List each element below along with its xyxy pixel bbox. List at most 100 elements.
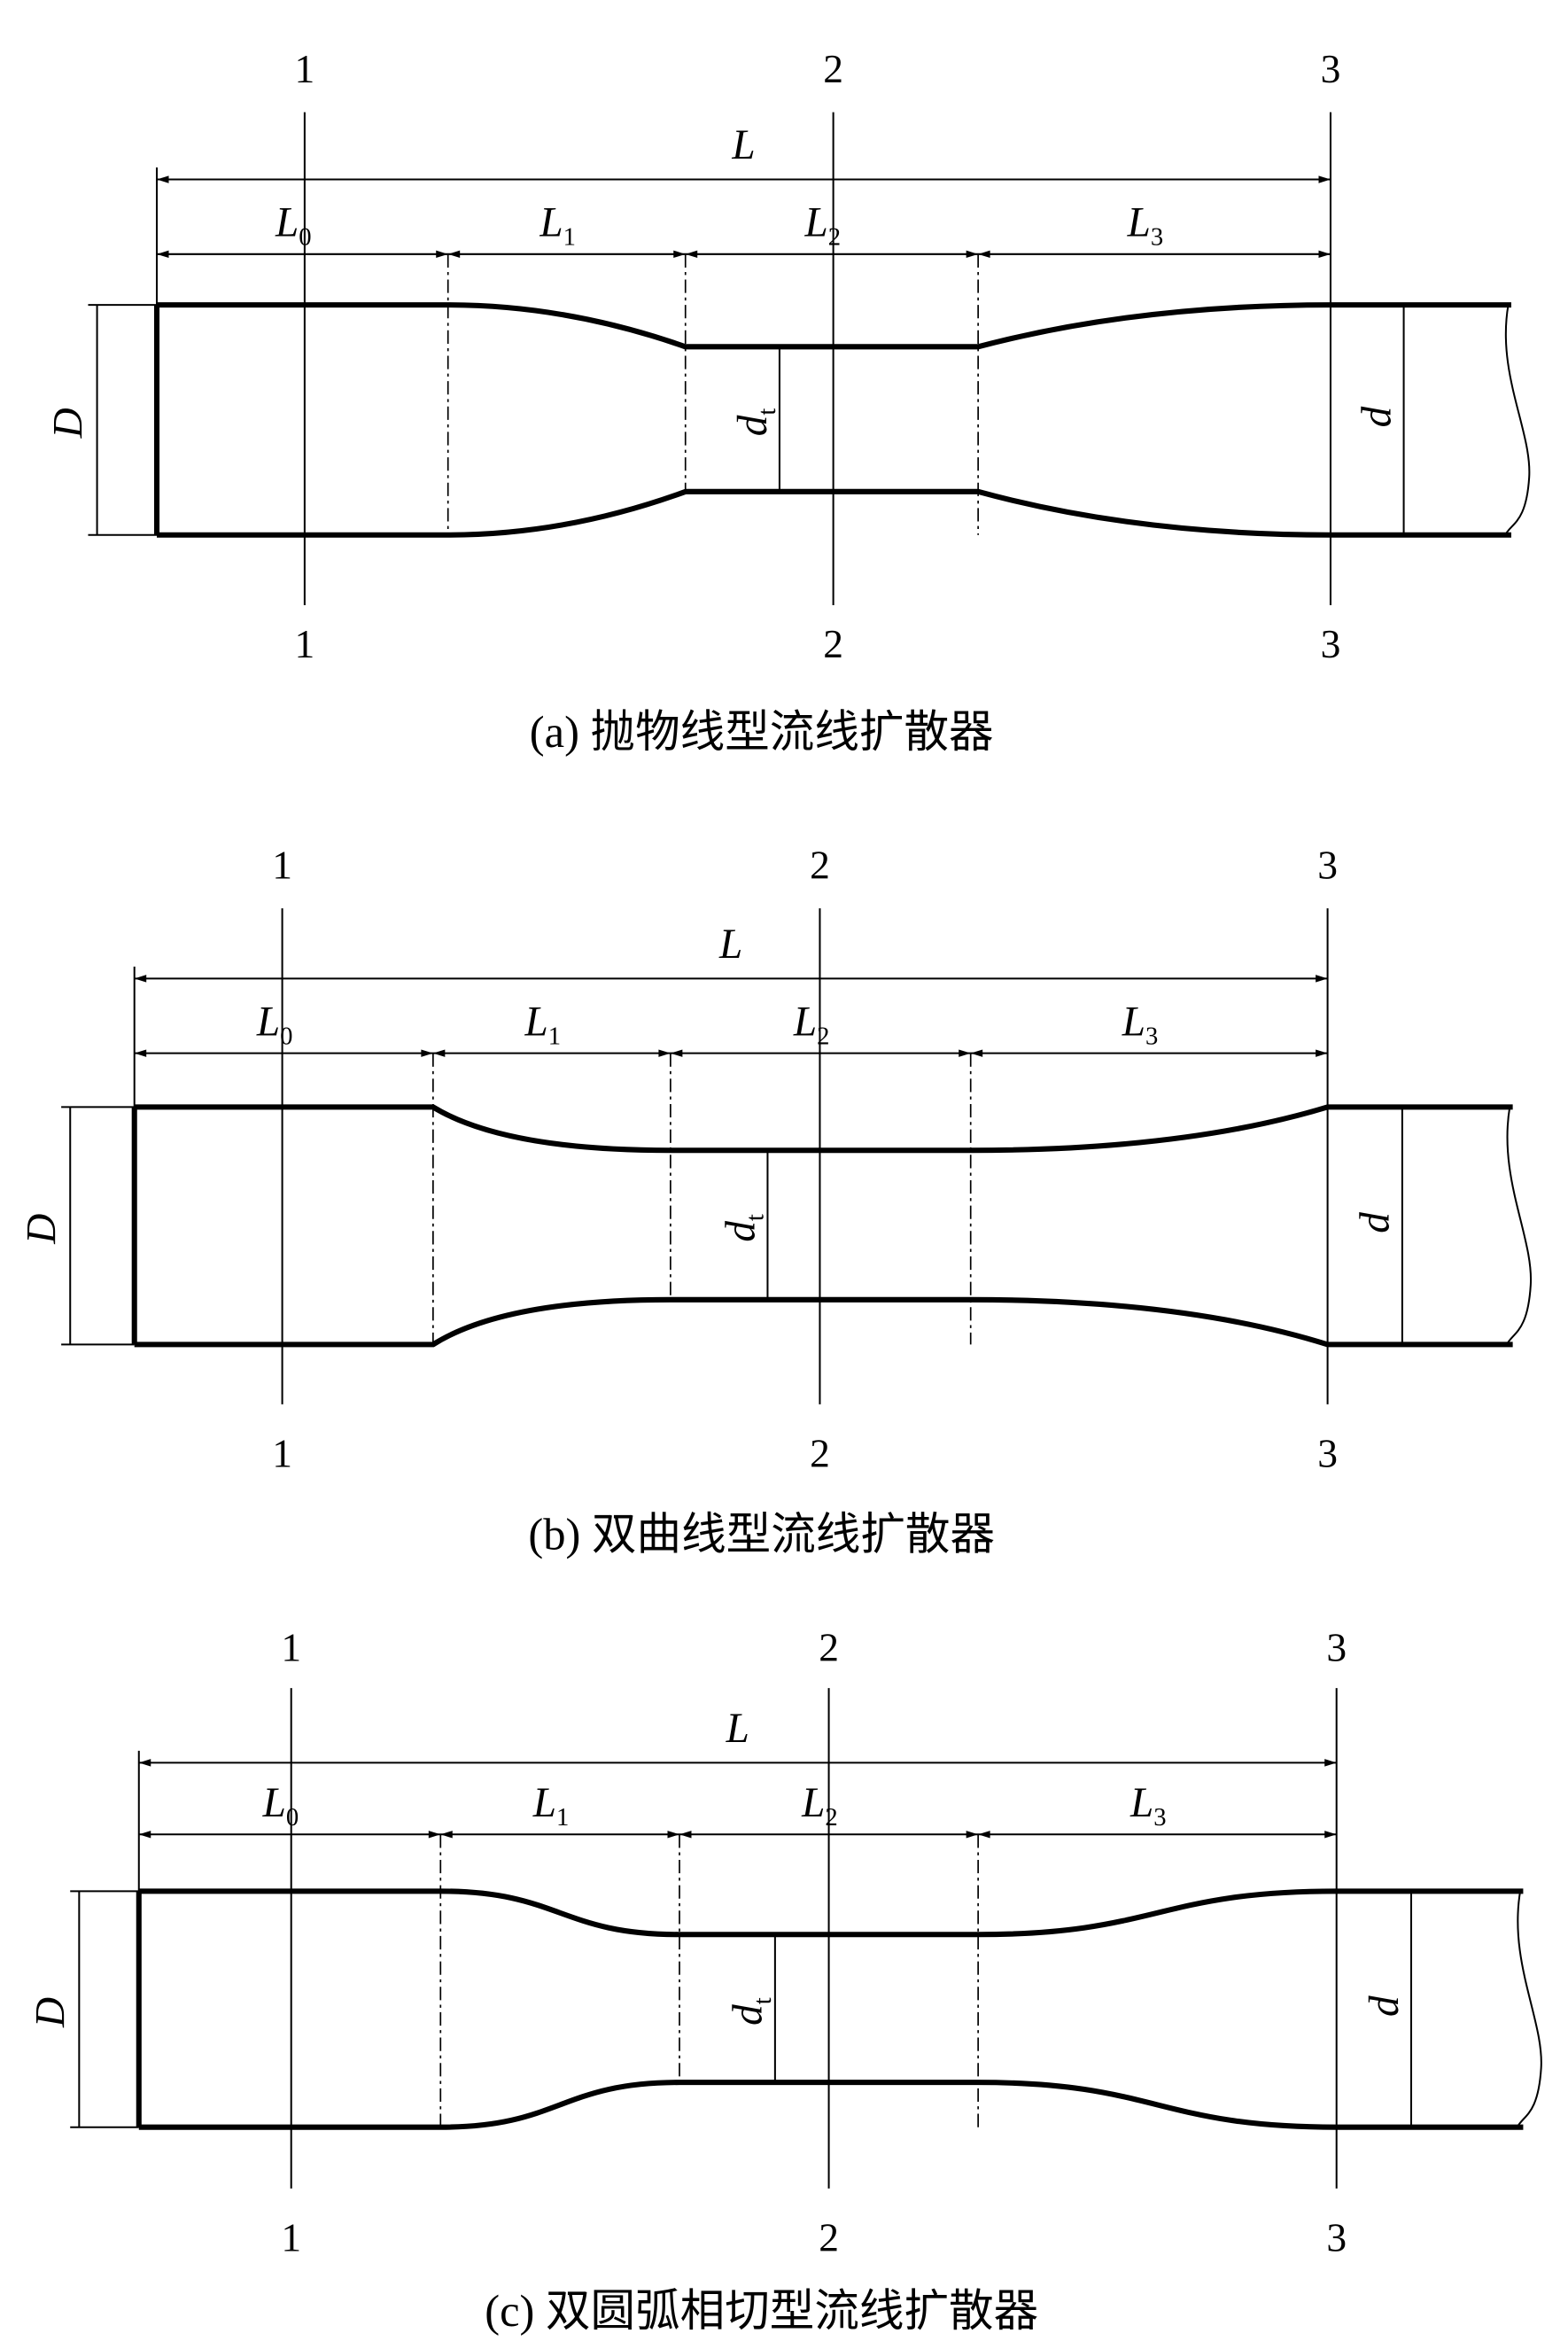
arrow-icon (966, 250, 979, 259)
arrow-icon (440, 1831, 453, 1839)
label-L-main: L (726, 1706, 749, 1752)
label-L2-main: L (793, 999, 817, 1045)
section-label-bottom-3-main: 3 (1317, 1431, 1338, 1476)
diffuser-bottom-wall (157, 488, 1511, 538)
label-L2-main: L (801, 1780, 825, 1826)
section-label-top-1-main: 1 (272, 842, 292, 887)
label-dt: dt (718, 1214, 769, 1242)
arrow-icon (432, 1049, 446, 1057)
label-L0-subscript: 0 (299, 223, 311, 252)
label-L0-subscript: 0 (286, 1803, 299, 1832)
section-label-top-2-main: 2 (819, 1625, 839, 1670)
label-L3-subscript: 3 (1145, 1023, 1158, 1051)
label-L-main: L (731, 122, 755, 168)
section-label-bottom-1: 1 (272, 1431, 292, 1476)
section-label-bottom-3-main: 3 (1321, 621, 1341, 666)
label-L1-main: L (524, 999, 547, 1045)
section-label-bottom-2-main: 2 (819, 2215, 839, 2260)
section-label-bottom-1: 1 (281, 2215, 301, 2260)
section-label-bottom-1-main: 1 (295, 621, 315, 666)
arrow-icon (959, 1049, 971, 1057)
arrow-icon (1316, 1049, 1328, 1057)
section-label-top-3-main: 3 (1326, 1625, 1347, 1670)
figure-caption: (b) 双曲线型流线扩散器 (528, 1509, 995, 1559)
label-L0-main: L (262, 1780, 286, 1826)
label-L2-subscript: 2 (825, 1803, 837, 1832)
label-L: L (726, 1706, 749, 1752)
arrow-icon (1318, 250, 1331, 259)
arrow-icon (157, 250, 169, 259)
section-label-bottom-2: 2 (823, 621, 843, 666)
label-d-main: d (1353, 1212, 1399, 1233)
figure-caption-main: (a) 抛物线型流线扩散器 (530, 707, 994, 757)
arrow-icon (978, 250, 990, 259)
arrow-icon (1324, 1831, 1337, 1839)
section-label-top-1: 1 (272, 842, 292, 887)
section-label-bottom-2-main: 2 (823, 621, 843, 666)
label-dt-subscript: t (741, 1214, 769, 1221)
label-dt: dt (730, 408, 781, 437)
arrow-icon (679, 1831, 692, 1839)
break-line (1504, 304, 1531, 536)
label-L2: L2 (801, 1780, 838, 1832)
label-L0-main: L (275, 200, 299, 246)
label-L3: L3 (1122, 999, 1159, 1050)
figure-caption: (a) 抛物线型流线扩散器 (530, 707, 994, 757)
label-D-main: D (19, 1214, 65, 1245)
label-L1: L1 (532, 1780, 570, 1832)
label-d-main: d (1362, 1995, 1408, 2017)
label-dt-subscript: t (749, 1997, 777, 2004)
arrow-icon (658, 1049, 671, 1057)
label-L-main: L (718, 922, 742, 968)
section-label-top-3: 3 (1321, 46, 1341, 91)
label-dt-main: d (718, 1221, 764, 1242)
arrow-icon (970, 1049, 983, 1057)
section-label-bottom-1-main: 1 (272, 1431, 292, 1476)
label-L3: L3 (1129, 1780, 1167, 1832)
label-L1-subscript: 1 (563, 223, 576, 252)
arrow-icon (134, 1049, 147, 1057)
break-line (1505, 1107, 1532, 1345)
label-L1: L1 (539, 200, 576, 252)
figure-caption-main: (b) 双曲线型流线扩散器 (528, 1509, 995, 1559)
label-L3: L3 (1127, 200, 1164, 252)
section-label-top-2: 2 (823, 46, 843, 91)
label-D-main: D (27, 1997, 74, 2028)
arrow-icon (1324, 1759, 1337, 1767)
section-label-top-1-main: 1 (281, 1625, 301, 1670)
label-L3-main: L (1122, 999, 1145, 1045)
label-L2: L2 (793, 999, 830, 1050)
break-line (1516, 1891, 1542, 2128)
label-d: d (1354, 406, 1400, 427)
label-L: L (731, 122, 755, 168)
section-label-top-3: 3 (1317, 842, 1338, 887)
figure-caption-main: (c) 双圆弧相切型流线扩散器 (485, 2286, 1038, 2336)
section-label-top-3-main: 3 (1317, 842, 1338, 887)
arrow-icon (966, 1831, 979, 1839)
section-label-bottom-2: 2 (810, 1431, 830, 1476)
label-L2-subscript: 2 (828, 223, 841, 252)
label-D: D (19, 1214, 65, 1245)
arrow-icon (447, 250, 461, 259)
section-label-top-1: 1 (281, 1625, 301, 1670)
label-L0-subscript: 0 (280, 1023, 292, 1051)
label-L0-main: L (256, 999, 280, 1045)
label-L1-main: L (532, 1780, 556, 1826)
arrow-icon (134, 975, 147, 983)
label-d-main: d (1354, 406, 1400, 427)
label-dt-main: d (726, 2004, 772, 2026)
section-label-top-2: 2 (819, 1625, 839, 1670)
arrow-icon (1318, 175, 1331, 183)
label-L: L (718, 922, 742, 968)
arrow-icon (667, 1831, 679, 1839)
arrow-icon (421, 1049, 433, 1057)
label-L1-subscript: 1 (548, 1023, 561, 1051)
arrow-icon (1316, 975, 1328, 983)
label-L3-subscript: 3 (1153, 1803, 1166, 1832)
label-L1-main: L (539, 200, 563, 246)
section-label-top-1-main: 1 (295, 46, 315, 91)
section-label-bottom-3-main: 3 (1326, 2215, 1347, 2260)
section-label-top-3-main: 3 (1321, 46, 1341, 91)
section-label-top-2: 2 (810, 842, 830, 887)
